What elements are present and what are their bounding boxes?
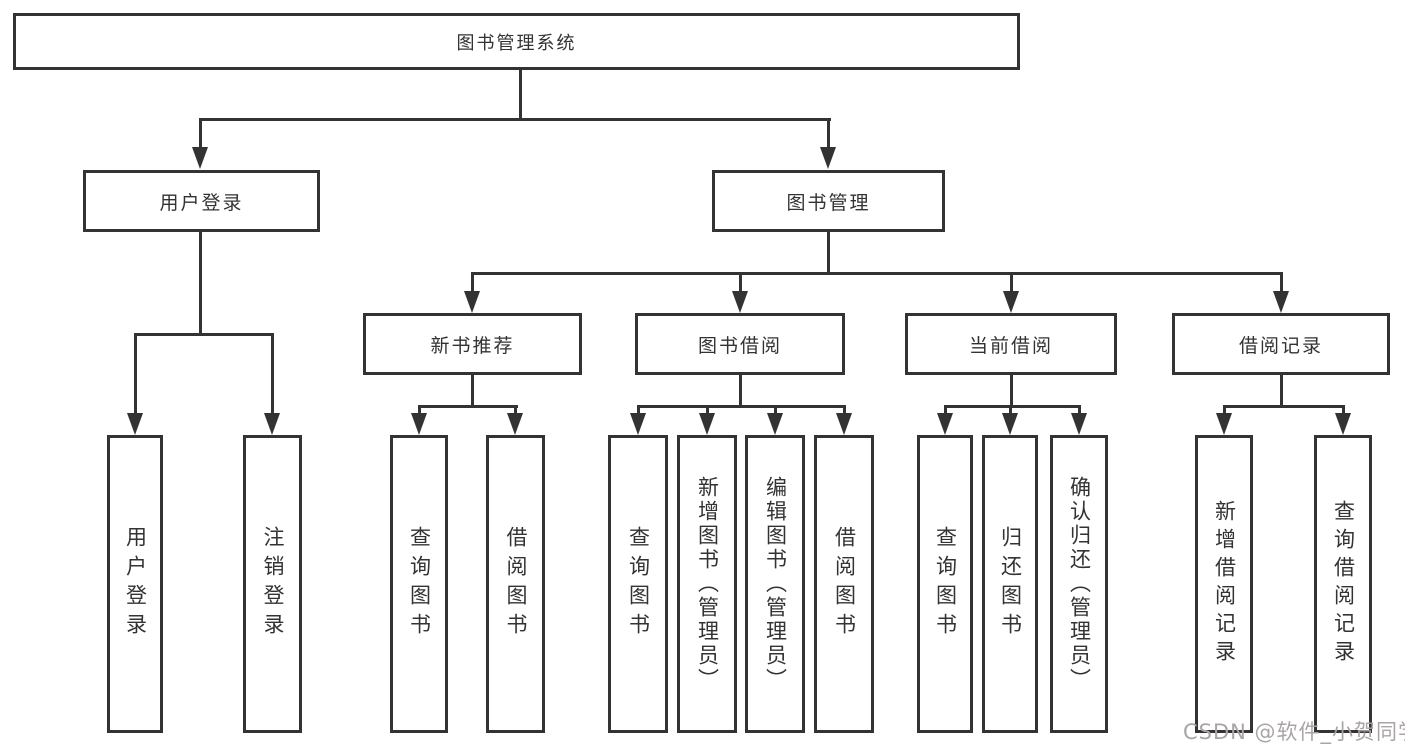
connector-drop-leaf	[1078, 405, 1081, 417]
arrow-down-icon	[836, 413, 852, 435]
leaf-current-confirm-return-admin-label: 确认归还（管理员）	[1067, 476, 1092, 692]
arrow-down-icon	[1002, 413, 1018, 435]
connector-root-stem	[519, 68, 522, 121]
leaf-user-login: 用户登录	[107, 435, 163, 733]
leaf-records-query-record-label: 查询借阅记录	[1331, 500, 1356, 668]
connector-drop-current-borrowing	[1010, 272, 1013, 294]
node-root: 图书管理系统	[13, 13, 1020, 70]
connector-user-login-stem	[199, 230, 202, 336]
connector-drop-leaf	[843, 405, 846, 417]
connector-drop-leaf	[706, 405, 709, 417]
connector-drop-leaf	[774, 405, 777, 417]
connector-new-book-recommend-stem	[471, 373, 474, 408]
node-book-borrowing: 图书借阅	[635, 313, 845, 375]
leaf-logout-label: 注销登录	[261, 526, 285, 642]
arrow-down-icon	[937, 413, 953, 435]
leaf-user-login-label: 用户登录	[123, 526, 148, 642]
connector-drop-leaf	[514, 405, 517, 417]
connector-drop-leaf	[1009, 405, 1012, 417]
connector-book-management-stem	[827, 230, 830, 275]
leaf-borrowing-add-book-admin-label: 新增图书（管理员）	[695, 476, 720, 692]
leaf-recommend-query-book: 查询图书	[390, 435, 448, 733]
connector-new-book-recommend-rail	[418, 405, 518, 408]
arrow-down-icon	[1335, 413, 1351, 435]
leaf-current-return-book: 归还图书	[982, 435, 1038, 733]
connector-drop-leaf	[418, 405, 421, 417]
connector-book-borrowing-stem	[739, 373, 742, 408]
connector-book-borrowing-rail	[637, 405, 846, 408]
arrow-down-icon	[1003, 291, 1019, 313]
node-borrowing-records-label: 借阅记录	[1238, 334, 1323, 357]
leaf-borrowing-query-book-label: 查询图书	[626, 526, 651, 642]
node-book-borrowing-label: 图书借阅	[697, 334, 782, 357]
leaf-records-add-record-label: 新增借阅记录	[1212, 500, 1237, 668]
leaf-current-confirm-return-admin: 确认归还（管理员）	[1050, 435, 1108, 733]
leaf-recommend-query-book-label: 查询图书	[407, 526, 432, 642]
node-user-login-label: 用户登录	[159, 191, 244, 214]
leaf-borrowing-edit-book-admin: 编辑图书（管理员）	[745, 435, 805, 733]
leaf-current-query-book: 查询图书	[917, 435, 973, 733]
connector-drop-leaf	[1342, 405, 1345, 417]
arrow-down-icon	[192, 147, 208, 169]
arrow-down-icon	[507, 413, 523, 435]
leaf-records-add-record: 新增借阅记录	[1195, 435, 1253, 733]
arrow-down-icon	[464, 291, 480, 313]
node-user-login: 用户登录	[83, 170, 320, 232]
arrow-down-icon	[127, 413, 143, 435]
node-root-label: 图书管理系统	[456, 32, 577, 54]
connector-user-login-rail	[134, 333, 274, 336]
leaf-recommend-borrow-book: 借阅图书	[486, 435, 545, 733]
connector-drop-borrowing-records	[1280, 272, 1283, 294]
connector-level2-rail	[199, 118, 831, 121]
leaf-borrowing-borrow-book: 借阅图书	[814, 435, 874, 733]
arrow-down-icon	[1071, 413, 1087, 435]
arrow-down-icon	[767, 413, 783, 435]
leaf-borrowing-borrow-book-label: 借阅图书	[832, 526, 857, 642]
connector-current-borrowing-rail	[944, 405, 1081, 408]
leaf-current-return-book-label: 归还图书	[998, 526, 1023, 642]
leaf-records-query-record: 查询借阅记录	[1314, 435, 1372, 733]
connector-borrowing-records-stem	[1280, 373, 1283, 408]
node-new-book-recommend-label: 新书推荐	[430, 334, 515, 357]
csdn-watermark: CSDN @软件_小贺同学	[1183, 720, 1405, 744]
arrow-down-icon	[1216, 413, 1232, 435]
connector-borrowing-records-rail	[1223, 405, 1344, 408]
node-new-book-recommend: 新书推荐	[363, 313, 582, 375]
node-book-management: 图书管理	[712, 170, 945, 232]
connector-drop-leaf	[1223, 405, 1226, 417]
node-current-borrowing-label: 当前借阅	[968, 334, 1053, 357]
arrow-down-icon	[699, 413, 715, 435]
connector-drop-book-management	[827, 118, 830, 148]
arrow-down-icon	[732, 291, 748, 313]
leaf-current-query-book-label: 查询图书	[933, 526, 958, 642]
leaf-borrowing-edit-book-admin-label: 编辑图书（管理员）	[763, 476, 788, 692]
arrow-down-icon	[411, 413, 427, 435]
arrow-down-icon	[1273, 291, 1289, 313]
node-current-borrowing: 当前借阅	[905, 313, 1117, 375]
leaf-logout: 注销登录	[243, 435, 302, 733]
node-borrowing-records: 借阅记录	[1172, 313, 1390, 375]
node-book-management-label: 图书管理	[786, 191, 871, 214]
connector-drop-user-login	[199, 118, 202, 148]
connector-drop-book-borrowing	[739, 272, 742, 294]
connector-current-borrowing-stem	[1010, 373, 1013, 408]
connector-drop-leaf	[944, 405, 947, 417]
connector-drop-leaf-logout	[271, 333, 274, 415]
connector-drop-new-book-recommend	[471, 272, 474, 294]
connector-drop-leaf-user-login	[134, 333, 137, 415]
leaf-borrowing-query-book: 查询图书	[608, 435, 668, 733]
arrow-down-icon	[630, 413, 646, 435]
leaf-borrowing-add-book-admin: 新增图书（管理员）	[677, 435, 737, 733]
connector-level3-rail	[471, 272, 1283, 275]
arrow-down-icon	[264, 413, 280, 435]
leaf-recommend-borrow-book-label: 借阅图书	[504, 526, 528, 642]
arrow-down-icon	[820, 147, 836, 169]
connector-drop-leaf	[637, 405, 640, 417]
